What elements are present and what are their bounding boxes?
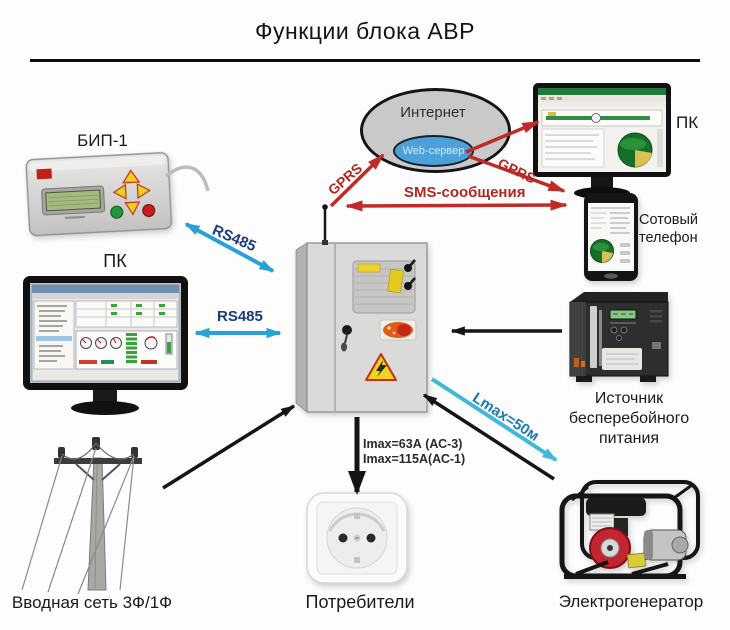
ups-icon [569,292,669,382]
page-title: Функции блока АВР [255,18,475,44]
gauges-icon [80,333,173,355]
avr-cabinet-icon [295,242,428,413]
ups-label: Источник бесперебойного питания [568,390,690,447]
generator-icon [559,480,700,579]
door-lock-icon [342,325,352,335]
internet-label: Интернет [400,104,466,121]
cancel-button-icon [142,204,156,218]
home-button-icon [604,273,618,279]
pc-right-label: ПК [676,113,699,132]
web-server-ellipse: Web-сервер [393,135,474,167]
bip-device-icon [25,152,173,237]
web-server-label: Web-сервер [402,145,465,157]
avr-cabinet [292,224,432,429]
power-line-pole [18,432,168,601]
sms-label: SMS-сообщения [404,184,526,201]
socket-hole-icon [338,533,348,543]
rs485-bip-label: RS485 [209,221,259,256]
ground-clip-icon [354,557,360,563]
gprs-cloud-label: GPRS [324,159,366,199]
phone-label: Сотовый телефон [639,212,698,246]
vent-panel-icon [352,260,416,314]
warning-triangle-icon [365,353,397,381]
indicator-plate-icon [379,319,417,341]
socket-label: Потребители [305,592,415,612]
gprs-phone-label: GPRS [495,154,539,187]
status-bars-icon [126,333,137,363]
feed-wires-icon [21,447,135,595]
slider-icon [548,112,556,118]
bip-logo-icon [36,168,52,180]
socket-icon [306,492,408,584]
engine-icon [589,527,631,569]
title-divider [30,59,700,62]
wall-socket [305,489,415,596]
pc-left-label: ПК [103,251,127,271]
key-icon [341,342,347,352]
fuel-tank-icon [586,498,646,516]
insulators-icon [58,437,138,458]
ok-button-icon [110,205,124,219]
jumper-wires-icon [61,442,135,460]
ups-device [562,286,674,395]
mobile-phone [584,193,640,288]
generator-label: Электрогенератор [558,592,704,611]
ground-clip-icon [354,513,360,519]
rs485-pc-label: RS485 [217,308,263,325]
power-pole-icon [21,437,142,595]
generator-device [556,474,706,591]
lmax-label: Lmax=50м [469,389,543,445]
bip-device [23,142,178,253]
toggle-switches-icon [404,259,416,290]
pole-label: Вводная сеть 3Ф/1Ф [11,593,173,612]
phone-pie-chart-icon [590,239,614,263]
bip-label: БИП-1 [77,131,128,150]
socket-hole-icon [366,533,376,543]
pc-left-monitor [23,276,189,423]
office-monitor-icon [533,83,671,199]
imax-label: Imax=63А (АС-3) Imax=115А(АС-1) [363,437,466,466]
scada-monitor-icon [23,276,188,415]
alternator-icon [643,529,689,561]
smartphone-icon [584,193,638,281]
arrow-keys-icon [112,169,151,216]
pie-chart-icon [617,132,653,168]
pc-right-monitor [533,83,673,206]
